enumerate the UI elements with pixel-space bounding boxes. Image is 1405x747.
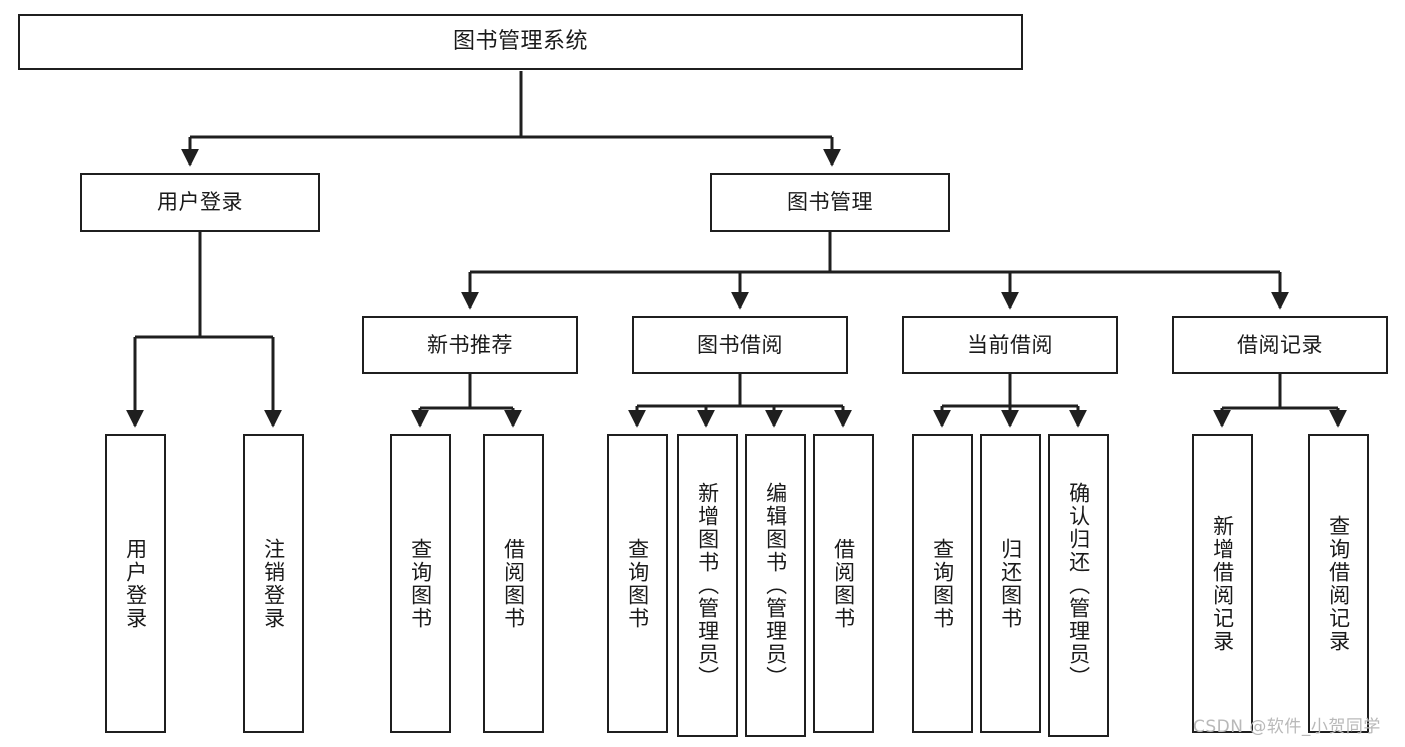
node-user-login-label: 用户登录 — [157, 190, 243, 215]
node-book-manage-label: 图书管理 — [787, 190, 873, 215]
leaf-query-book-3-label: 查询图书 — [930, 537, 955, 630]
node-root[interactable]: 图书管理系统 — [18, 14, 1023, 70]
leaf-return-book[interactable]: 归还图书 — [980, 434, 1041, 733]
node-book-manage[interactable]: 图书管理 — [710, 173, 950, 232]
leaf-add-book-label: 新增图书（管理员） — [695, 482, 720, 689]
leaf-borrow-book-2-label: 借阅图书 — [831, 537, 856, 630]
node-current-borrow-label: 当前借阅 — [967, 332, 1053, 357]
leaf-return-book-label: 归还图书 — [998, 537, 1023, 630]
leaf-query-record[interactable]: 查询借阅记录 — [1308, 434, 1369, 733]
leaf-borrow-book-1[interactable]: 借阅图书 — [483, 434, 544, 733]
leaf-confirm-return[interactable]: 确认归还（管理员） — [1048, 434, 1109, 737]
leaf-user-login-label: 用户登录 — [123, 537, 148, 630]
leaf-logout[interactable]: 注销登录 — [243, 434, 304, 733]
node-new-book-recommend-label: 新书推荐 — [427, 332, 513, 357]
node-borrow-record-label: 借阅记录 — [1237, 332, 1323, 357]
leaf-edit-book-label: 编辑图书（管理员） — [763, 482, 788, 689]
leaf-query-book-2-label: 查询图书 — [625, 537, 650, 630]
leaf-add-book[interactable]: 新增图书（管理员） — [677, 434, 738, 737]
leaf-edit-book[interactable]: 编辑图书（管理员） — [745, 434, 806, 737]
node-user-login[interactable]: 用户登录 — [80, 173, 320, 232]
watermark: CSDN @软件_小贺同学 — [1193, 717, 1381, 737]
leaf-query-book-1-label: 查询图书 — [408, 537, 433, 630]
leaf-query-book-3[interactable]: 查询图书 — [912, 434, 973, 733]
node-book-borrow[interactable]: 图书借阅 — [632, 316, 848, 374]
leaf-confirm-return-label: 确认归还（管理员） — [1066, 482, 1091, 689]
leaf-borrow-book-1-label: 借阅图书 — [501, 537, 526, 630]
leaf-query-book-2[interactable]: 查询图书 — [607, 434, 668, 733]
leaf-borrow-book-2[interactable]: 借阅图书 — [813, 434, 874, 733]
node-new-book-recommend[interactable]: 新书推荐 — [362, 316, 578, 374]
leaf-add-record[interactable]: 新增借阅记录 — [1192, 434, 1253, 733]
node-borrow-record[interactable]: 借阅记录 — [1172, 316, 1388, 374]
leaf-query-record-label: 查询借阅记录 — [1326, 514, 1351, 653]
leaf-query-book-1[interactable]: 查询图书 — [390, 434, 451, 733]
node-book-borrow-label: 图书借阅 — [697, 332, 783, 357]
leaf-logout-label: 注销登录 — [261, 537, 286, 630]
node-root-label: 图书管理系统 — [452, 29, 588, 55]
node-current-borrow[interactable]: 当前借阅 — [902, 316, 1118, 374]
leaf-user-login[interactable]: 用户登录 — [105, 434, 166, 733]
leaf-add-record-label: 新增借阅记录 — [1210, 514, 1235, 653]
